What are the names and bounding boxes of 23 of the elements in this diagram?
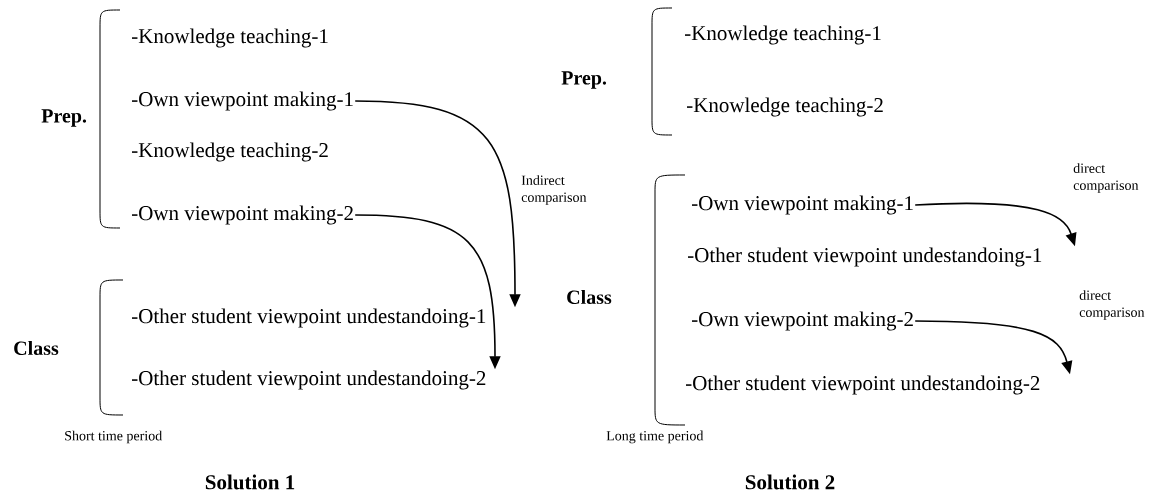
phase-label: Class xyxy=(14,340,59,355)
phase-label: Prep. xyxy=(41,109,87,127)
item-text: -Other student viewpoint undestandoing-1 xyxy=(688,247,1042,267)
item-text: -Knowledge teaching-1 xyxy=(132,28,328,48)
edge-label: Indirect comparison xyxy=(520,174,598,206)
item-text: -Knowledge teaching-1 xyxy=(685,25,881,45)
item-text: -Knowledge teaching-2 xyxy=(132,142,328,162)
item-text: -Own viewpoint making-2 xyxy=(132,205,353,225)
item-text: -Own viewpoint making-1 xyxy=(132,91,353,111)
item-text: -Own viewpoint making-2 xyxy=(692,311,913,331)
item-text: -Own viewpoint making-1 xyxy=(692,195,913,215)
item-text: -Knowledge teaching-2 xyxy=(687,97,883,117)
edge-label: direct comparison xyxy=(1072,162,1150,194)
phase-label: Class xyxy=(567,289,612,304)
period-note: Long time period xyxy=(606,430,704,444)
solution-title: Solution 1 xyxy=(205,474,295,490)
solution-title: Solution 2 xyxy=(745,474,835,490)
phase-label: Prep. xyxy=(561,71,607,89)
item-text: -Other student viewpoint undestandoing-2 xyxy=(686,375,1040,395)
item-text: -Other student viewpoint undestandoing-1 xyxy=(132,308,486,328)
period-note: Short time period xyxy=(65,430,163,444)
item-text: -Other student viewpoint undestandoing-2 xyxy=(132,370,486,390)
edge-label: direct comparison xyxy=(1078,289,1156,321)
